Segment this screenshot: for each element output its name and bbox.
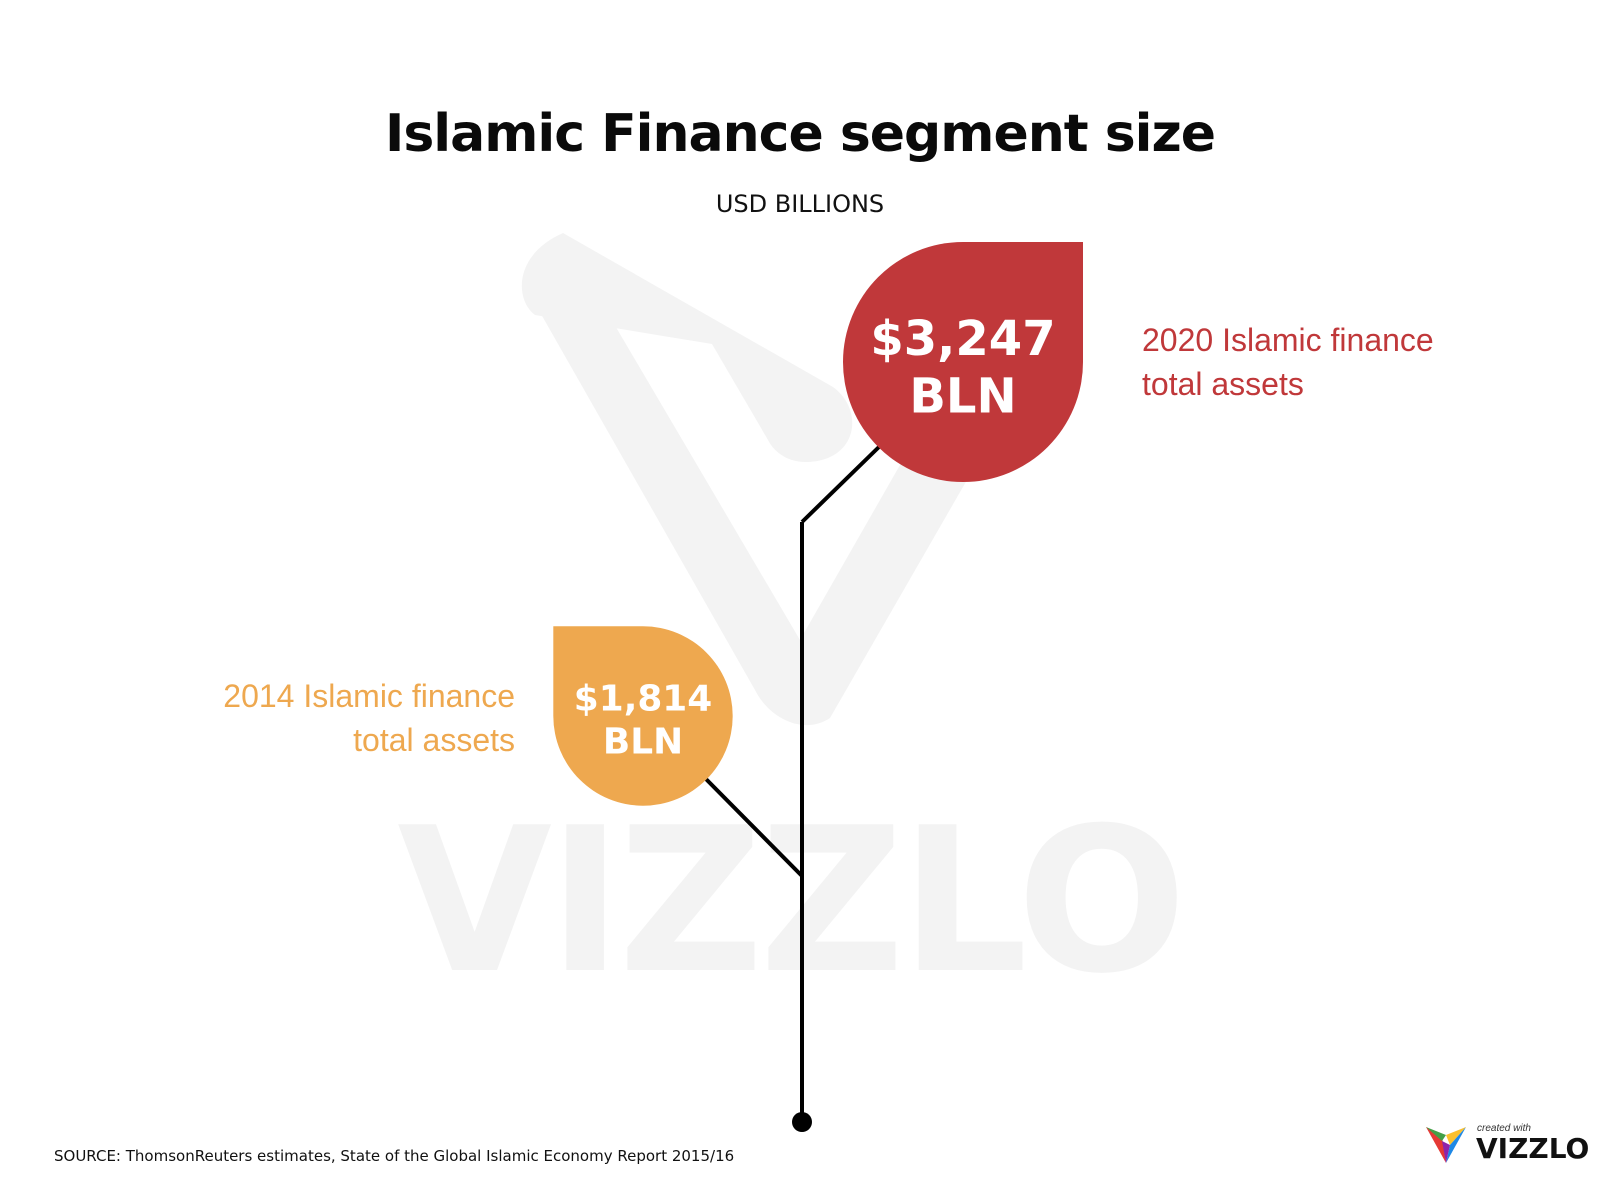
vizzlo-logo-icon [1426,1127,1466,1163]
bubble-value-label-2014: $1,814 [574,679,712,720]
badge-wordmark: VIZZLO [1476,1132,1590,1165]
created-with-badge: created with VIZZLO [1424,1121,1589,1165]
watermark-logo-icon [521,233,990,726]
description-line: 2014 Islamic finance [223,678,515,714]
bubble-value-label-2020: $3,247 [870,311,1055,367]
branch-line-2020 [800,442,884,524]
description-line: 2020 Islamic finance [1142,322,1434,358]
branch-line-2014 [700,773,804,878]
source-note: SOURCE: ThomsonReuters estimates, State … [54,1147,735,1165]
bubble-2014 [553,626,733,806]
description-label-2020: 2020 Islamic finance total assets [1142,318,1434,406]
description-label-2014: 2014 Islamic finance total assets [213,674,515,762]
description-line: total assets [353,722,515,758]
bubble-unit-label-2020: BLN [909,368,1016,424]
chart-subtitle: USD BILLIONS [715,190,885,218]
bubble-2020 [843,242,1083,482]
connector-lines [700,442,884,1122]
chart-title: Islamic Finance segment size [385,104,1216,164]
badge-small-text: created with [1477,1123,1531,1134]
description-line: total assets [1142,366,1304,402]
bubble-unit-label-2014: BLN [603,722,683,763]
watermark-text: VIZZLO [397,785,1183,1018]
stem-end-dot [792,1112,812,1132]
